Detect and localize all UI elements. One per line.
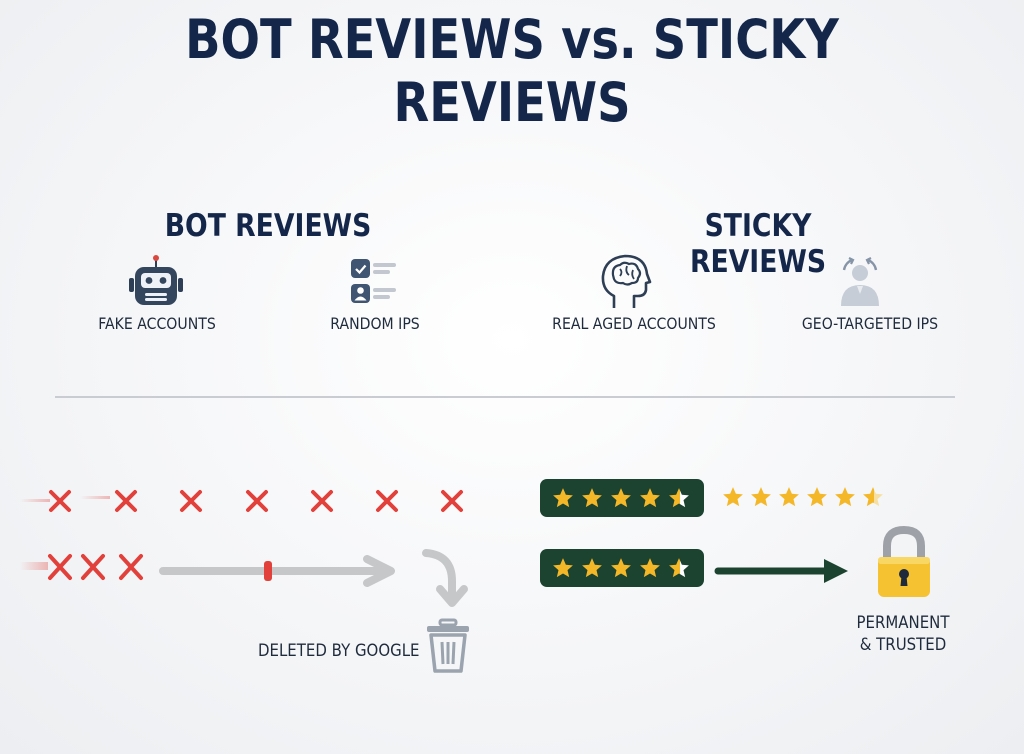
x-mark (376, 490, 398, 512)
x-mark (311, 490, 333, 512)
x-mark (49, 490, 71, 512)
deleted-by-google-label: DELETED BY GOOGLE (258, 641, 420, 661)
red-x-marks (20, 490, 463, 580)
x-mark (246, 490, 268, 512)
green-arrow (714, 559, 848, 583)
bot-reviews-heading: BOT REVIEWS (164, 208, 372, 244)
section-divider (55, 396, 955, 398)
page-title: BOT REVIEWS vs. STICKY REVIEWS (185, 8, 839, 134)
random-ips-label: RANDOM IPS (330, 314, 420, 333)
fake-accounts-label: FAKE ACCOUNTS (98, 314, 216, 333)
permanent-trusted-label: PERMANENT & TRUSTED (828, 612, 978, 656)
geo-targeted-ips-label: GEO-TARGETED IPS (801, 314, 939, 333)
x-mark (115, 490, 137, 512)
x-mark (48, 554, 72, 580)
x-mark (441, 490, 463, 512)
gray-arrow (159, 555, 395, 587)
red-marker (264, 561, 272, 581)
trusted-label-line: & TRUSTED (859, 635, 947, 655)
trash-icon (427, 618, 469, 673)
real-aged-accounts-label: REAL AGED ACCOUNTS (552, 314, 716, 333)
ip-profile-list-icon (351, 259, 396, 303)
sticky-reviews-heading: STICKY REVIEWS (689, 208, 827, 280)
permanent-label-line: PERMANENT (856, 613, 950, 633)
brain-head-icon (601, 254, 652, 308)
curved-down-arrow-icon (422, 549, 468, 607)
star-ratings (540, 479, 883, 587)
x-mark (180, 490, 202, 512)
x-mark (119, 554, 143, 580)
x-mark (81, 554, 105, 580)
geo-person-icon (841, 257, 879, 306)
robot-icon (129, 255, 183, 305)
lock-icon (878, 526, 930, 597)
